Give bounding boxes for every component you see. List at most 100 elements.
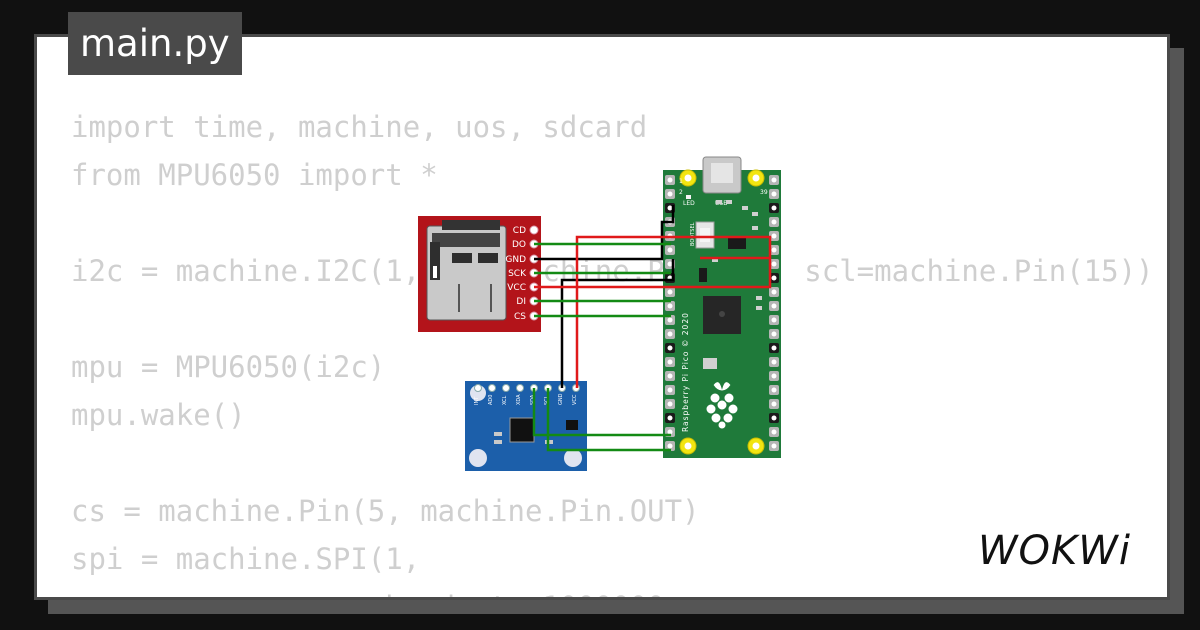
pico-header-pin-hole: [667, 303, 673, 309]
sd-card-module[interactable]: CD DO GND SCK VCC DI CS: [418, 216, 541, 332]
wires: [532, 205, 772, 452]
sd-pin-label: DI: [516, 297, 526, 307]
pin-2-label: 2: [679, 189, 683, 196]
mpu-pin-pad[interactable]: [502, 384, 510, 392]
hole-center: [684, 442, 692, 450]
pico-header-pin-hole: [667, 289, 673, 295]
led-label: LED: [683, 200, 695, 207]
code-line: spi = machine.SPI(1,: [71, 542, 421, 576]
smd-part: [494, 432, 502, 436]
pico-header-pin-hole: [667, 415, 673, 421]
code-line: baudrate=1000000,: [71, 583, 1154, 597]
mpu-pin-pad[interactable]: [516, 384, 524, 392]
sd-pin-label: SCK: [508, 269, 527, 279]
pico-header-pin-hole: [771, 373, 777, 379]
pico-header-pin-hole: [771, 261, 777, 267]
wire-green[interactable]: [546, 388, 671, 452]
pico-header-pin-hole: [771, 191, 777, 197]
pico-header-pin-hole: [667, 317, 673, 323]
pico-header-pin-hole: [771, 317, 777, 323]
code-line: import time, machine, uos, sdcard: [71, 110, 648, 144]
code-line: mpu = MPU6050(i2c): [71, 350, 386, 384]
pico-header-pin-hole: [771, 205, 777, 211]
code-line: from MPU6050 import *: [71, 158, 438, 192]
smd-part: [494, 440, 502, 444]
pico-header-pin-hole: [667, 359, 673, 365]
hole-center: [752, 442, 760, 450]
code-line: cs = machine.Pin(5, machine.Pin.OUT): [71, 494, 700, 528]
mpu6050-module[interactable]: INT AD0 XCL XDA SDA SCL GND VCC: [465, 381, 587, 471]
pico-header-pin-hole: [667, 401, 673, 407]
pico-header-pin-hole: [667, 331, 673, 337]
pico-header-pin-hole: [771, 415, 777, 421]
sd-socket: [426, 220, 507, 321]
led-indicator: [686, 195, 691, 199]
mpu-pin-label: GND: [558, 393, 564, 405]
mpu-pin-label: INT: [474, 396, 480, 405]
mounting-hole: [469, 449, 487, 467]
pico-header-pin-hole: [667, 191, 673, 197]
usb-port: [711, 163, 733, 183]
pico-header-pin-hole: [771, 289, 777, 295]
mpu-pin-pad[interactable]: [474, 384, 482, 392]
sd-pin-label: GND: [505, 255, 526, 265]
raspberry-pi-pico[interactable]: 1 2 39 USB LED BOOTSEL Raspberry Pi Pico…: [663, 156, 781, 458]
smd-components: [712, 200, 762, 310]
mpu-pin-label: AD0: [488, 395, 494, 405]
regulator: [566, 420, 578, 430]
sd-pin-label: VCC: [507, 283, 526, 293]
pico-header-pin-hole: [771, 275, 777, 281]
pico-header-pin-hole: [771, 429, 777, 435]
mpu-pin-label: XDA: [516, 394, 522, 405]
wire-black[interactable]: [560, 259, 675, 388]
pico-header-pin-hole: [771, 359, 777, 365]
bootsel-label: BOOTSEL: [690, 222, 696, 246]
crystal: [703, 358, 717, 369]
mounting-hole: [470, 385, 486, 401]
pico-header-pin-hole: [771, 233, 777, 239]
hole-center: [752, 174, 760, 182]
pico-header-pin-hole: [771, 401, 777, 407]
sd-pin-label: DO: [512, 240, 526, 250]
sd-pin-pad[interactable]: [529, 225, 539, 235]
wokwi-logo: WOKWi: [978, 528, 1131, 574]
mpu-pin-pad[interactable]: [488, 384, 496, 392]
flash-chip: [728, 237, 746, 249]
chip-marking: [719, 311, 725, 317]
sd-pin[interactable]: CD: [513, 225, 539, 236]
sd-pin-label: CD: [513, 226, 526, 236]
pico-header-pin-hole: [771, 443, 777, 449]
mounting-hole: [564, 449, 582, 467]
logo-text: WOKWi: [978, 528, 1131, 574]
mpu-pin-label: VCC: [572, 394, 578, 405]
pico-header-pin-hole: [771, 387, 777, 393]
pico-header-pin-hole: [771, 331, 777, 337]
pico-header-pin-hole: [771, 177, 777, 183]
wire-red[interactable]: [534, 235, 772, 388]
pico-header-pin-hole: [667, 443, 673, 449]
smd-ic: [699, 268, 707, 282]
pico-header-pin-hole: [667, 205, 673, 211]
pico-header-pin-hole: [771, 219, 777, 225]
pico-header-pin-hole: [667, 177, 673, 183]
pin-1-label: 1: [679, 178, 683, 185]
wire-black[interactable]: [534, 205, 675, 261]
mpu-pin-label: XCL: [502, 395, 508, 405]
sd-pin-label: CS: [514, 312, 526, 322]
pin-39-label: 39: [760, 189, 768, 196]
pico-header-pin-hole: [667, 429, 673, 435]
bootsel-cap: [700, 228, 710, 242]
pico-header-pin-hole: [667, 345, 673, 351]
pico-header-pin-hole: [667, 387, 673, 393]
pico-board-name: Raspberry Pi Pico © 2020: [681, 312, 690, 432]
pico-header-pin-hole: [771, 303, 777, 309]
pico-header-pin-hole: [667, 247, 673, 253]
pico-header-pin-hole: [771, 345, 777, 351]
code-line: mpu.wake(): [71, 398, 246, 432]
pico-header-pin-hole: [667, 373, 673, 379]
file-tab[interactable]: main.py: [68, 12, 242, 75]
pico-header-pin-hole: [771, 247, 777, 253]
wire-green[interactable]: [532, 388, 671, 437]
raspberry-pi-logo: [705, 381, 739, 430]
